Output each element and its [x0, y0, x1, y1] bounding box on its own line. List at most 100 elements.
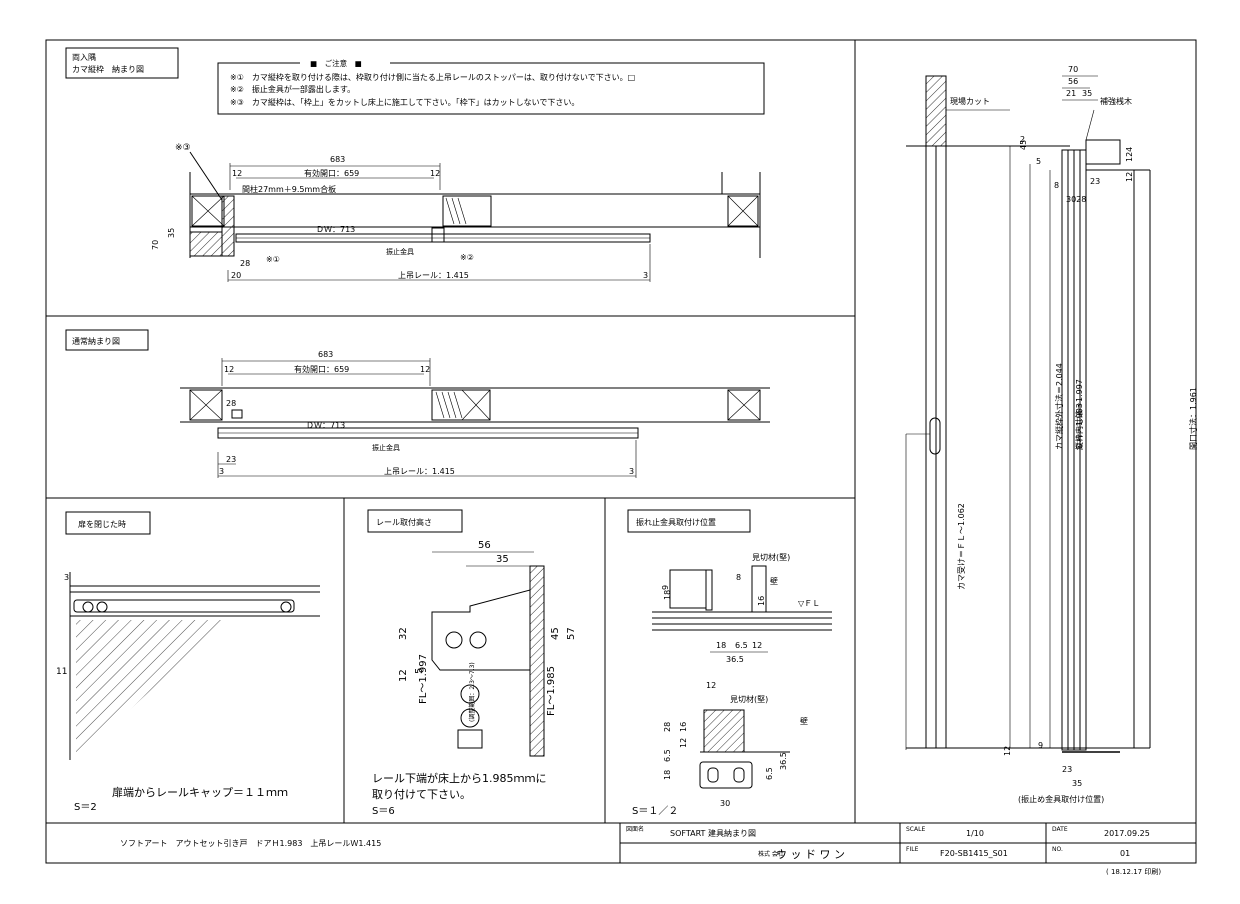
title-file: F20-SB1415_S01 [940, 849, 1008, 858]
stopper-kabe-1: 壁 [770, 576, 778, 586]
right-dim-56: 56 [1068, 77, 1078, 86]
right-dim-45: 45 [1019, 140, 1028, 150]
notice-1: ※① カマ縦枠を取り付ける際は、枠取り付け側に当たる上吊レールのストッパーは、取… [230, 72, 635, 82]
right-dim-35: 35 [1082, 89, 1092, 98]
stopper-d365: 36.5 [726, 655, 744, 664]
right-kama-out: カマ縦枠外寸法＝2.044 [1054, 363, 1064, 450]
sheet-frame [45, 39, 1197, 864]
mid-dim-28: 28 [226, 399, 236, 408]
stopper-fl: ▽ＦＬ [798, 599, 820, 608]
stopper-mikiri-2: 見切材(堅) [730, 694, 768, 704]
dim-12-right: 12 [430, 169, 440, 178]
title-date: 2017.09.25 [1104, 829, 1150, 838]
title-dwg-label: 図面名 [626, 825, 644, 833]
right-dim-70: 70 [1068, 65, 1078, 74]
right-dim-9: 9 [1038, 741, 1043, 750]
right-dim-5: 5 [1036, 157, 1041, 166]
mid-dim-12-left: 12 [224, 365, 234, 374]
right-dim-21: 21 [1066, 89, 1076, 98]
stopper-mikiri-1: 見切材(堅) [752, 552, 790, 562]
right-dim-2: 2 [1020, 135, 1025, 144]
stopper-dim-65c: 6.5 [765, 767, 774, 780]
rail-dim-35: 35 [496, 554, 509, 565]
right-kaikou: 開口寸法：1.961 [1188, 387, 1198, 450]
stopper-dim-30: 30 [720, 799, 730, 808]
rail-caption-1: レール下端が床上から1.985ｍｍに [372, 771, 547, 785]
stopper-dim-8: 8 [736, 573, 741, 582]
stopper-d12: 12 [752, 641, 762, 650]
rail-dim-57: 57 [566, 627, 577, 640]
rail-dim-12: 12 [398, 669, 409, 682]
notice-title: ■ ご注意 ■ [310, 58, 362, 68]
stopper-dim-28: 28 [663, 722, 672, 732]
panel-rail-height: レール取付高さ 56 35 32 45 57 12 5 FL～1.997 FL～… [367, 509, 577, 817]
rail-fl1997: FL～1.997 [418, 654, 429, 704]
rail-dim-5: 5 [414, 668, 425, 674]
title-dwg-name: SOFTART 建具納まり図 [670, 828, 756, 838]
notice-box: ■ ご注意 ■ ※① カマ縦枠を取り付ける際は、枠取り付け側に当たる上吊レールの… [217, 58, 765, 115]
notice-2: ※② 振止金具が一部露出します。 [230, 84, 355, 94]
stopper-dim-65b: 6.5 [663, 749, 672, 762]
shinhdome-label: 振止金具 [386, 247, 414, 256]
stopper-d65: 6.5 [735, 641, 748, 650]
dim-12-left: 12 [232, 169, 242, 178]
title-block: ソフトアート アウトセット引き戸 ドアＨ1.983 上吊レールＷ1.415 図面… [120, 825, 1161, 876]
rail-scale: S＝6 [372, 806, 395, 817]
stopper-scale: S＝１／２ [632, 805, 678, 817]
stopper-dim-16b: 16 [679, 722, 688, 732]
stopper-dim-365b: 36.5 [779, 752, 788, 770]
rail-label: 上吊レール：1.415 [398, 271, 469, 280]
closed-scale: S＝2 [74, 802, 97, 813]
closed-label: 扉を閉じた時 [78, 519, 126, 529]
stopper-dim-18b: 18 [663, 770, 672, 780]
panel-label-line2: カマ縦枠 納まり図 [72, 64, 144, 74]
right-dh: ＤＨ＝1.983 [1075, 403, 1084, 450]
stopper-dim-9: 9 [661, 585, 670, 590]
rail-caption-2: 取り付けて下さい。 [372, 788, 471, 801]
right-dim-35b: 35 [1072, 779, 1082, 788]
title-no-label: NO. [1052, 846, 1063, 853]
mid-dim-3-right: 3 [629, 467, 634, 476]
closed-dim-3: 3 [64, 573, 69, 582]
mid-dim-12-right: 12 [420, 365, 430, 374]
ref-3: ※③ [175, 143, 191, 153]
title-description: ソフトアート アウトセット引き戸 ドアＨ1.983 上吊レールＷ1.415 [120, 839, 381, 848]
right-dim-12v: 12 [1003, 746, 1012, 756]
title-print: ( 18.12.17 印刷) [1106, 868, 1161, 876]
dim-35: 35 [167, 228, 176, 238]
panel-vertical-section: 70 56 21 35 現場カット 補強桟木 45 2 5 124 12 8 [905, 65, 1198, 804]
right-dim-8: 8 [1054, 181, 1059, 190]
dim-20: 20 [231, 271, 241, 280]
title-no: 01 [1120, 849, 1130, 858]
mid-dim-23: 23 [226, 455, 236, 464]
ref-1: ※① [266, 255, 280, 264]
panel-stopper-position: 振れ止金具取付け位置 見切材(堅) 壁 ▽ＦＬ 9 18 8 16 18 6.5… [627, 509, 832, 817]
stopper-d18: 18 [716, 641, 726, 650]
closed-caption: 扉端からレールキャップ＝１１ｍｍ [112, 786, 288, 799]
title-scale: 1/10 [966, 829, 984, 838]
right-kama-uke: カマ受け＝ＦＬ～1.062 [956, 503, 966, 590]
rail-dim-45: 45 [550, 627, 561, 640]
rail-dim-56: 56 [478, 540, 491, 551]
title-date-label: DATE [1052, 826, 1068, 833]
notice-3: ※③ カマ縦枠は、「枠上」をカットし床上に施工して下さい。「枠下」はカットしない… [230, 97, 579, 107]
stopper-dim-18: 18 [663, 590, 672, 600]
panel-label-line1: 両入隅 [72, 53, 96, 62]
dim-3: 3 [643, 271, 648, 280]
closed-dim-11: 11 [56, 667, 67, 677]
title-company-prefix: 株式 会社 [758, 850, 784, 858]
panel-kama-frame: 両入隅 カマ縦枠 納まり図 ■ ご注意 ■ ※① カマ縦枠を取り付ける際は、枠取… [65, 47, 765, 282]
mid-dim-opening: 有効開口：659 [294, 364, 349, 374]
rail-dim-32: 32 [398, 627, 409, 640]
title-scale-label: SCALE [906, 826, 925, 833]
ref-2: ※② [460, 253, 474, 262]
title-company: ウ ッ ド ワ ン [776, 848, 845, 861]
rail-adjust: (調整範囲：2.3～7.3) [468, 662, 476, 722]
right-dim-23b: 23 [1062, 765, 1072, 774]
right-dim-12: 12 [1125, 172, 1134, 182]
title-file-label: FILE [906, 846, 919, 853]
right-dim-124: 124 [1125, 147, 1134, 162]
mid-shinhdome-label: 振止金具 [372, 443, 400, 452]
right-stop-pos: (振止め金具取付け位置) [1018, 794, 1104, 804]
